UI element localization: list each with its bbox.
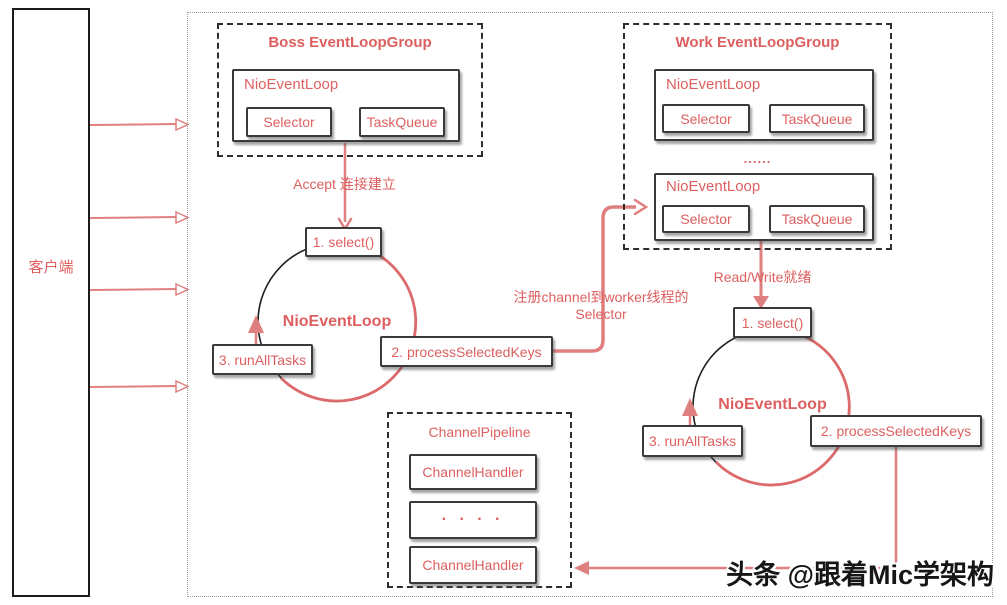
channelhandler-box-top: ChannelHandler [409,454,537,490]
work-selector-box-2: Selector [662,205,750,233]
boss-loop-name: NioEventLoop [282,313,392,330]
worker-step-runalltasks: 3. runAllTasks [642,425,743,457]
work-nioeventloop-box-2: NioEventLoop Selector TaskQueue [654,173,874,241]
register-channel-label-line1: 注册channel到worker线程的 [513,289,689,305]
client-label: 客户端 [28,259,74,276]
accept-edge-label: Accept 连接建立 [293,176,396,192]
work-nioeventloop-box-1: NioEventLoop Selector TaskQueue [654,69,874,141]
boss-loop-up-arrow-head-icon [248,315,264,333]
worker-loop-name: NioEventLoop [718,396,827,413]
work-nioeventloop-label-1: NioEventLoop [666,76,761,93]
work-group-ellipsis: ...... [743,151,772,166]
boss-nioeventloop-box: NioEventLoop Selector TaskQueue [232,69,460,142]
work-taskqueue-box-2: TaskQueue [769,205,865,233]
register-channel-label-line2: Selector [575,305,627,322]
client-arrow-line [89,216,178,219]
read-write-edge-label: Read/Write就绪 [713,269,812,285]
register-channel-label: 注册channel到worker线程的 Selector [506,289,696,322]
client-arrow-line [89,123,178,126]
channelhandler-box-bottom: ChannelHandler [409,546,537,584]
work-eventloopgroup-title: Work EventLoopGroup [675,34,840,51]
boss-eventloopgroup-title: Boss EventLoopGroup [268,34,432,51]
boss-selector-box: Selector [246,107,332,137]
worker-step-select: 1. select() [733,307,812,338]
watermark-text: 头条 @跟着Mic学架构 [726,560,994,590]
worker-step-processselectedkeys: 2. processSelectedKeys [810,415,982,447]
boss-step-runalltasks: 3. runAllTasks [212,344,313,375]
client-arrow-head-icon [175,210,190,225]
channelhandler-dots-box: · · · · [409,501,537,539]
client-arrow-line [89,385,178,388]
to-pipeline-path [582,447,898,570]
to-pipeline-arrow-head-icon [574,561,589,575]
register-channel-path [553,205,636,353]
worker-loop-up-arrow-head-icon [682,398,698,416]
work-eventloopgroup-box: Work EventLoopGroup NioEventLoop Selecto… [623,23,892,250]
client-arrow-head-icon [175,379,190,394]
read-write-arrow-head-icon [753,296,769,309]
boss-step-processselectedkeys: 2. processSelectedKeys [380,336,553,367]
boss-taskqueue-box: TaskQueue [359,107,445,137]
client-arrow-head-icon [175,282,190,297]
server-container [187,12,993,597]
client-arrow-line [89,288,178,291]
client-arrow-head-icon [175,117,190,132]
boss-nioeventloop-label: NioEventLoop [244,76,339,93]
work-taskqueue-box-1: TaskQueue [769,104,865,133]
register-channel-arrow-head-icon [633,198,649,216]
boss-eventloopgroup-box: Boss EventLoopGroup NioEventLoop Selecto… [217,23,483,157]
work-nioeventloop-label-2: NioEventLoop [666,178,761,195]
work-selector-box-1: Selector [662,104,750,133]
channelpipeline-title: ChannelPipeline [428,424,531,440]
boss-step-select: 1. select() [305,227,382,257]
client-box: 客户端 [12,8,90,597]
channelpipeline-box: ChannelPipeline ChannelHandler · · · · C… [387,412,572,588]
